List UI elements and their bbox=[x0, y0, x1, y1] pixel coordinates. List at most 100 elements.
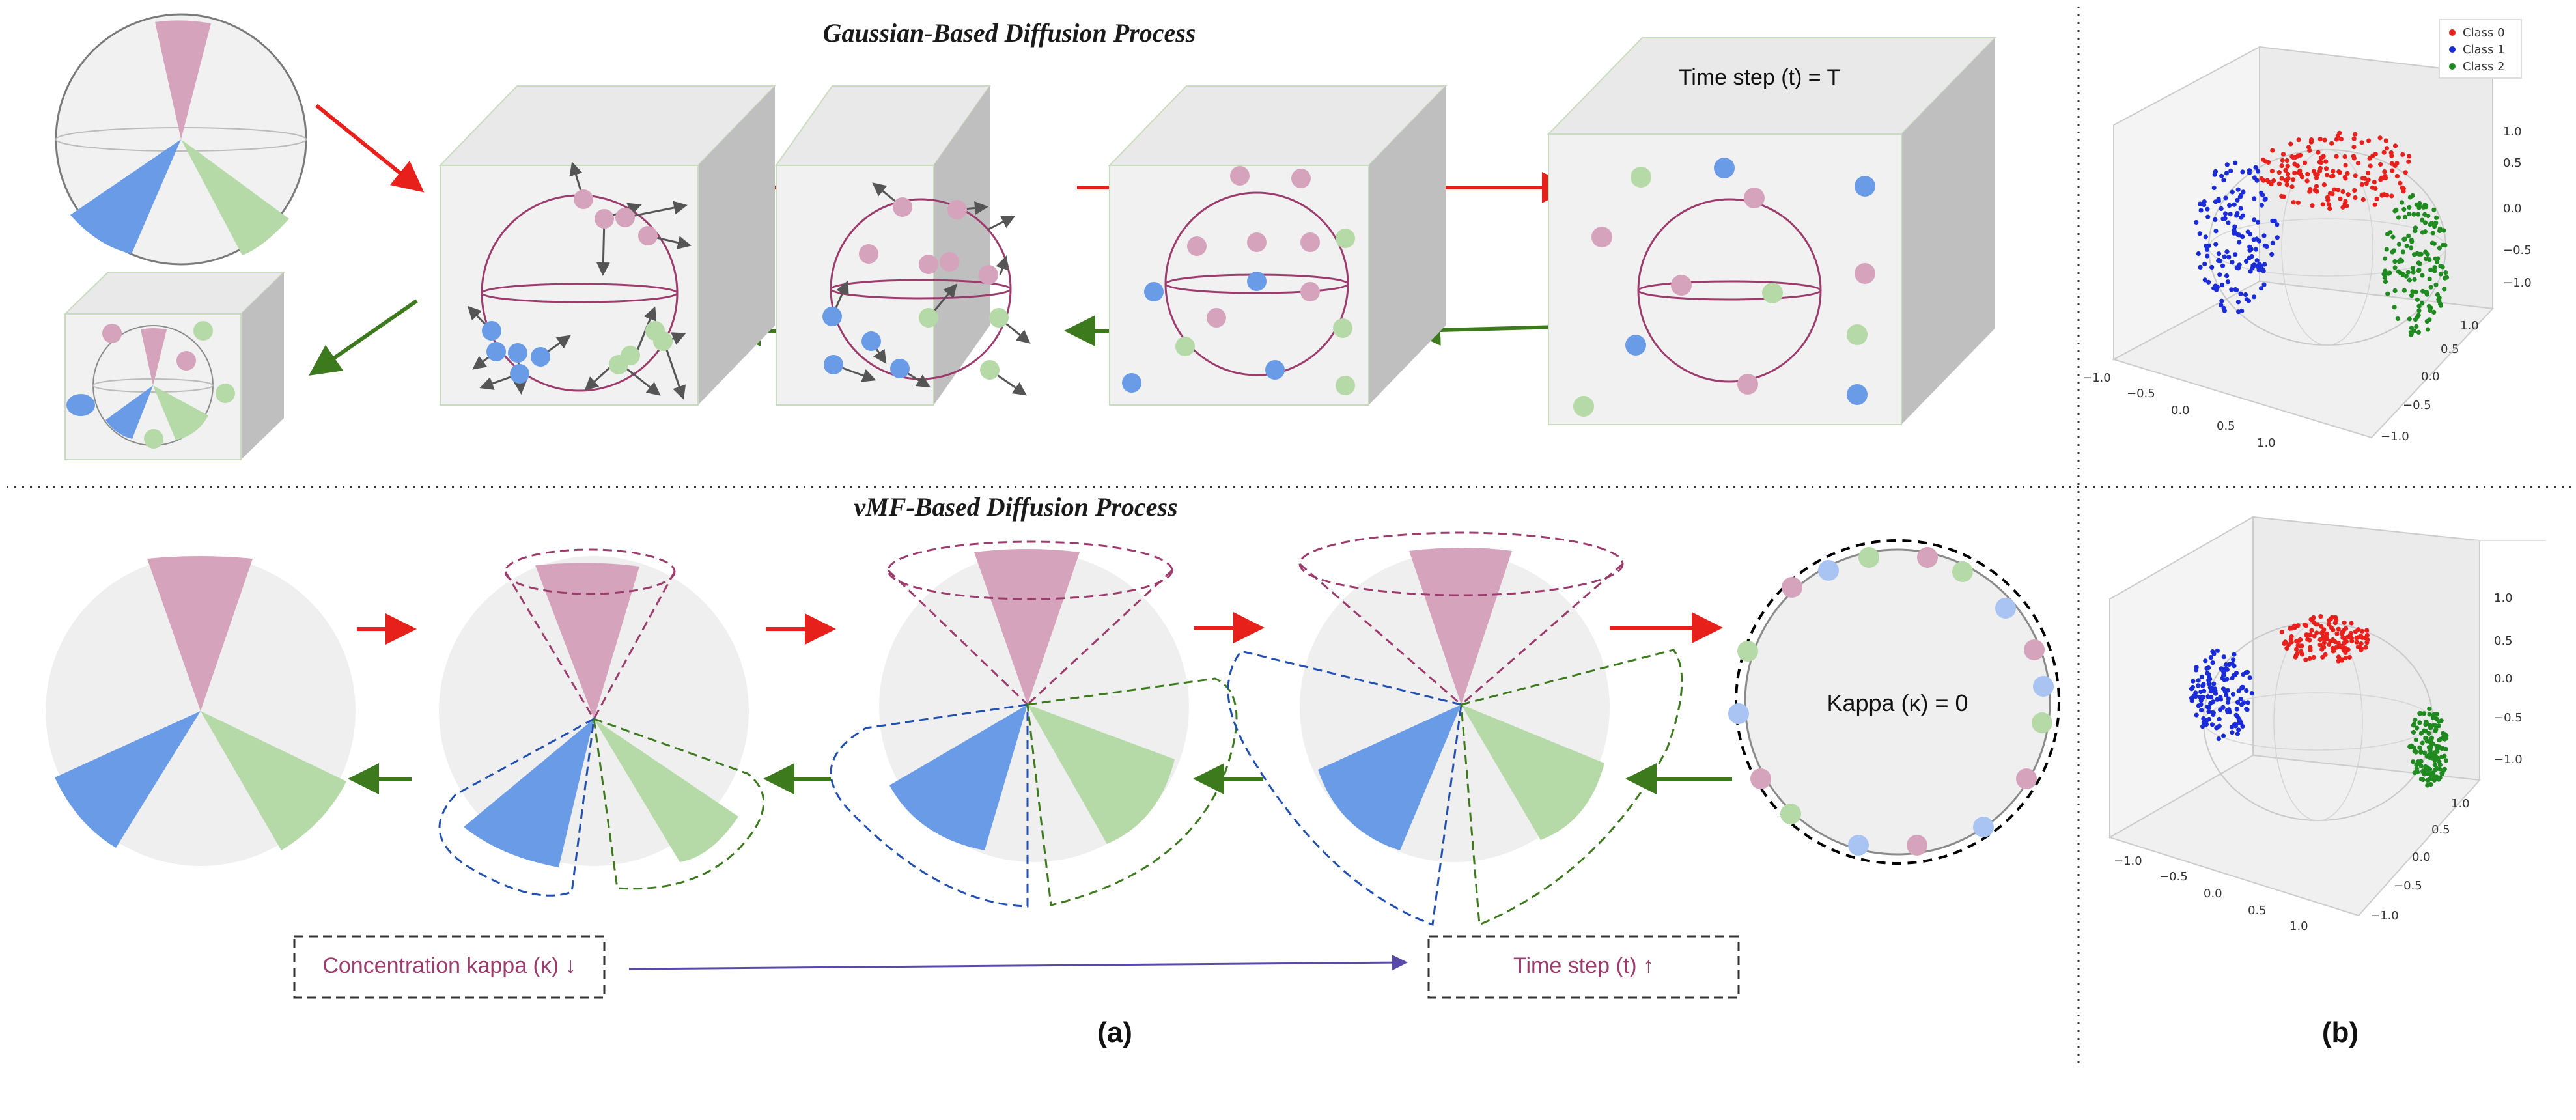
scatter-3d-top: Class 0 Class 1 Class 2 1.0 0.5 0.0 −0.5… bbox=[2082, 19, 2532, 450]
class2-point bbox=[2437, 763, 2443, 768]
class2-point bbox=[2428, 267, 2433, 272]
class1-point bbox=[2200, 683, 2205, 688]
class2-point bbox=[2417, 720, 2422, 725]
class0-point bbox=[2288, 626, 2293, 631]
class1-point bbox=[2225, 699, 2231, 705]
class2-point bbox=[2412, 770, 2417, 776]
class1-point bbox=[2217, 723, 2222, 729]
class2-point bbox=[2441, 228, 2446, 233]
class2-point bbox=[2392, 259, 2398, 264]
class1-point bbox=[2238, 291, 2243, 296]
class1-point bbox=[2262, 262, 2267, 267]
class1-point bbox=[2263, 196, 2268, 201]
class2-point bbox=[2416, 308, 2422, 313]
class1-point bbox=[2232, 652, 2237, 657]
class2-point bbox=[2444, 736, 2449, 741]
class2-point bbox=[2437, 245, 2442, 251]
bot-ytick-1: 0.5 bbox=[2431, 823, 2450, 837]
class1-point bbox=[2202, 261, 2207, 266]
class0-point bbox=[2323, 166, 2329, 171]
class0-point bbox=[2302, 160, 2308, 165]
class2-point bbox=[2417, 711, 2422, 716]
class2-point bbox=[2409, 293, 2415, 298]
class2-point bbox=[2402, 236, 2407, 242]
class1-point bbox=[2217, 716, 2222, 721]
class2-point bbox=[2412, 277, 2417, 282]
concentration-box bbox=[293, 935, 606, 999]
class1-point bbox=[2196, 703, 2201, 708]
class1-point bbox=[2249, 691, 2254, 696]
class1-point bbox=[2230, 730, 2235, 735]
class2-point bbox=[2444, 275, 2450, 280]
class1-point bbox=[2247, 255, 2252, 260]
class0-point bbox=[2311, 654, 2316, 660]
class0-point bbox=[2307, 189, 2312, 194]
class0-point bbox=[2383, 173, 2388, 178]
class0-point bbox=[2318, 614, 2323, 619]
class1-point bbox=[2224, 171, 2229, 176]
class0-point bbox=[2356, 627, 2361, 632]
class0-point bbox=[2279, 176, 2284, 181]
class0-point bbox=[2291, 200, 2296, 205]
class2-point bbox=[2422, 212, 2428, 217]
class0-point bbox=[2383, 138, 2388, 143]
class2-point bbox=[2410, 266, 2415, 271]
top-ytick-1: 0.5 bbox=[2441, 343, 2459, 356]
class1-point bbox=[2230, 661, 2235, 666]
time-step-label: Time step (t) = T bbox=[1679, 65, 1840, 90]
kappa-zero-label: Kappa (κ) = 0 bbox=[1827, 690, 1968, 716]
class1-point bbox=[2203, 658, 2208, 664]
scatter-3d-bottom: 1.0 0.5 0.0 −0.5 −1.0 −1.0 −0.5 0.0 0.5 … bbox=[2108, 516, 2546, 933]
class1-point bbox=[2222, 216, 2228, 221]
class0-point bbox=[2351, 136, 2357, 141]
class0-point bbox=[2309, 137, 2314, 143]
class1-point bbox=[2190, 684, 2195, 690]
class2-point bbox=[2411, 729, 2416, 735]
class1-point bbox=[2275, 222, 2280, 227]
legend-class2: Class 2 bbox=[2463, 60, 2505, 74]
class2-point bbox=[2407, 212, 2412, 217]
class1-point bbox=[2240, 684, 2246, 690]
class0-point bbox=[2381, 150, 2387, 155]
class1-point bbox=[2230, 692, 2236, 697]
class0-point bbox=[2312, 634, 2317, 639]
class2-point bbox=[2424, 204, 2429, 210]
class1-point bbox=[2211, 185, 2217, 190]
top-xtick-1: −0.5 bbox=[2127, 387, 2155, 400]
bot-ytick-2: 0.0 bbox=[2412, 850, 2431, 864]
class2-point bbox=[2442, 753, 2447, 759]
class1-point bbox=[2198, 264, 2203, 270]
class1-point bbox=[2219, 173, 2224, 178]
class2-point bbox=[2431, 713, 2437, 718]
class1-point bbox=[2213, 242, 2219, 247]
class2-point bbox=[2418, 763, 2424, 769]
legend-class0: Class 0 bbox=[2463, 26, 2505, 40]
class1-point bbox=[2205, 214, 2211, 219]
time-step-up-label: Time step (t) ↑ bbox=[1513, 953, 1654, 978]
class1-point bbox=[2253, 165, 2258, 170]
class0-point bbox=[2332, 639, 2338, 645]
class0-point bbox=[2312, 188, 2317, 193]
class2-point bbox=[2429, 240, 2435, 245]
class0-point bbox=[2342, 620, 2347, 625]
class1-point bbox=[2239, 721, 2244, 726]
class0-point bbox=[2311, 169, 2316, 174]
top-xtick-4: 1.0 bbox=[2257, 436, 2276, 450]
class1-point bbox=[2213, 229, 2219, 234]
class0-point bbox=[2378, 161, 2383, 167]
class1-point bbox=[2223, 666, 2228, 672]
class1-point bbox=[2264, 244, 2269, 249]
class0-point bbox=[2323, 652, 2328, 657]
class1-point bbox=[2237, 262, 2242, 268]
class1-point bbox=[2206, 705, 2212, 710]
class2-point bbox=[2420, 301, 2425, 306]
class0-point bbox=[2295, 651, 2300, 656]
bot-ztick-2: 0.0 bbox=[2494, 672, 2513, 686]
class0-point bbox=[2317, 160, 2322, 165]
class1-point bbox=[2235, 699, 2241, 705]
legend-class1: Class 1 bbox=[2463, 43, 2505, 57]
class2-point bbox=[2413, 717, 2418, 723]
class0-point bbox=[2364, 628, 2370, 633]
class1-point bbox=[2194, 667, 2199, 673]
class1-point bbox=[2235, 197, 2240, 203]
